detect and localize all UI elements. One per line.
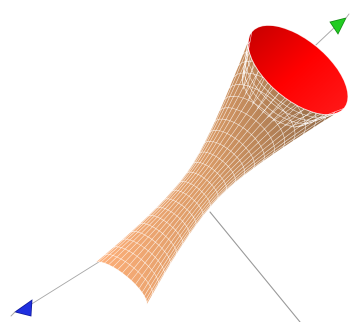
inner-mesh-line [243,55,251,90]
inner-ring-line [244,50,327,121]
mesh-meridian-line [144,84,346,297]
inner-mesh-line [245,63,254,95]
inner-mesh-line [261,92,280,114]
inner-mesh-line [267,99,288,118]
mesh-meridian-line [104,25,276,264]
mesh-meridian-line [145,91,348,300]
axis-arrows [10,13,350,317]
surface-inner-top [248,25,348,115]
arrow-head-blue-icon [14,299,33,317]
inner-mesh-line [256,85,272,110]
axis-lower-right-line [209,211,301,322]
mesh-meridian-line [146,103,347,305]
inner-ring-line [246,41,336,118]
surface-inner-mesh [241,24,349,128]
surface-rim [247,24,349,116]
inner-mesh-line [241,48,249,85]
inner-mesh-line [248,70,259,100]
inner-mesh-line [272,104,296,122]
inner-mesh-line [283,112,314,127]
mesh-meridian-line [100,25,268,263]
mesh-meridian-line [141,76,343,293]
inner-ring-line [243,60,318,124]
inner-mesh-line [304,107,345,124]
mesh-meridian-line [97,26,262,263]
arrow-head-green-icon [329,17,347,35]
inner-ring-line [242,69,308,127]
mesh-meridian-line [93,31,253,264]
hyperboloid-surface[interactable] [93,24,349,307]
mesh-meridian-line [108,27,284,266]
inner-mesh-line [278,108,305,125]
surface-outer-body [94,31,345,307]
axis-lower-left-tip [10,311,16,317]
inner-mesh-line [252,78,265,105]
axis-upper-right-tip [345,13,350,19]
inner-mesh-line [289,113,322,128]
mesh-meridian-line [146,97,349,303]
inner-mesh-line [294,114,329,128]
mesh-meridian-line [112,30,292,268]
inner-mesh-line [244,31,253,74]
